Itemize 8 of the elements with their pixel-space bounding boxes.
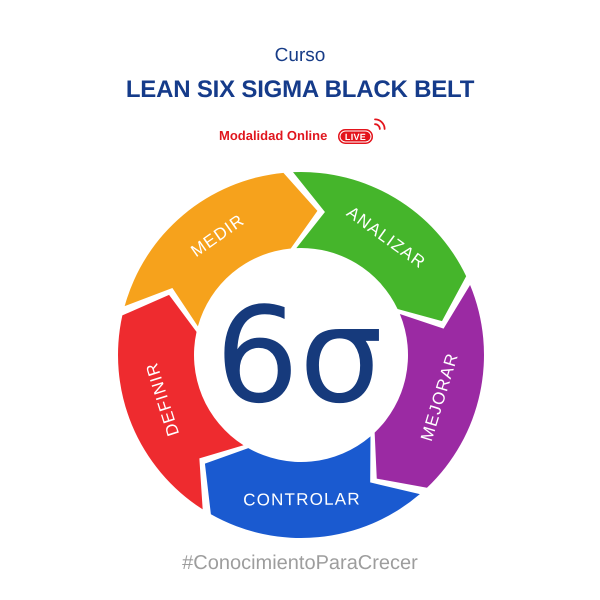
hashtag-text: #ConocimientoParaCrecer — [182, 551, 418, 576]
cycle-arrow-segment — [204, 436, 420, 538]
modality-text: Modalidad Online — [219, 128, 328, 144]
live-badge: LIVE — [338, 129, 373, 144]
course-kicker: Curso — [274, 44, 326, 68]
six-sigma-mark: 6σ — [215, 304, 383, 410]
step-label: CONTROLAR — [243, 489, 362, 510]
title: LEAN SIX SIGMA BLACK BELT — [126, 76, 474, 104]
